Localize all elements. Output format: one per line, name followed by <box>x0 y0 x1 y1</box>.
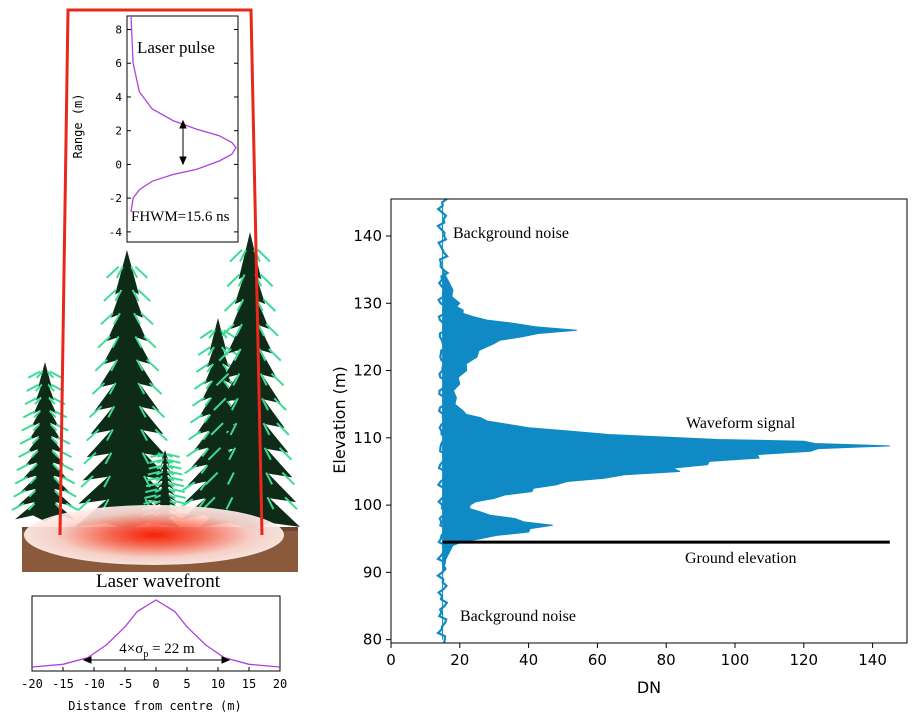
fwhm-label: FHWM=15.6 ns <box>131 209 230 225</box>
pulse-ytick-label: -2 <box>109 192 122 205</box>
footprint-box <box>58 8 264 536</box>
pulse-ytick-label: 2 <box>115 125 122 138</box>
waveform-xtick-label: 100 <box>721 651 750 669</box>
waveform-panel: 0 20 40 60 80 100 120 140 80 90 100 110 120 130 140 DN… <box>330 198 908 697</box>
annotation-waveform-signal: Waveform signal <box>686 415 796 432</box>
waveform-xlabel: DN <box>637 678 661 697</box>
pulse-panel: 8 6 4 2 0 -2 -4 Laser pulse FHWM=15.6 ns Range… <box>71 15 239 243</box>
waveform-ytick-label: 110 <box>353 429 382 447</box>
waveform-xtick-label: 140 <box>858 651 887 669</box>
background-noise-line <box>435 198 450 644</box>
waveform-xtick-label: 60 <box>588 651 607 669</box>
waveform-ytick-label: 90 <box>363 563 382 581</box>
wavefront-xtick-label: -10 <box>83 677 105 691</box>
wavefront-xtick-label: -20 <box>21 677 43 691</box>
waveform-plot-frame <box>390 198 908 644</box>
wavefront-xtick-label: 5 <box>183 677 190 691</box>
pulse-ytick-label: 0 <box>115 158 122 171</box>
wavefront-xtick-label: 20 <box>273 677 287 691</box>
pulse-ytick-label: 6 <box>115 57 122 70</box>
waveform-ytick-label: 130 <box>353 294 382 312</box>
wavefront-xtick-label: 15 <box>242 677 256 691</box>
wavefront-panel: Laser wavefront 4×σp = 22 m -20 -15 -10 -5 0… <box>21 571 287 713</box>
pulse-ylabel: Range (m) <box>71 93 85 158</box>
pulse-ytick-label: 8 <box>115 23 122 36</box>
waveform-ylabel: Elevation (m) <box>330 366 349 473</box>
wavefront-xtick-label: -15 <box>52 677 74 691</box>
forest-illustration <box>11 8 300 572</box>
waveform-xtick-label: 40 <box>519 651 538 669</box>
pulse-curve <box>130 15 237 212</box>
wavefront-xtick-label: -5 <box>118 677 132 691</box>
waveform-ytick-label: 80 <box>363 631 382 649</box>
waveform-ytick-label: 140 <box>353 227 382 245</box>
laser-footprint <box>24 505 284 565</box>
wavefront-plot-frame <box>31 595 281 672</box>
waveform-xtick-label: 80 <box>657 651 676 669</box>
pulse-ytick-label: 4 <box>115 91 122 104</box>
annotation-background-noise-top: Background noise <box>453 225 569 242</box>
sigma-arrow <box>82 656 231 664</box>
pulse-title: Laser pulse <box>137 38 215 57</box>
waveform-xtick-label: 0 <box>386 651 396 669</box>
waveform-area <box>442 202 890 640</box>
waveform-ytick-label: 120 <box>353 362 382 380</box>
wavefront-xtick-label: 10 <box>211 677 225 691</box>
wavefront-title: Laser wavefront <box>96 571 221 592</box>
wavefront-xlabel: Distance from centre (m) <box>68 699 241 713</box>
waveform-ytick-label: 100 <box>353 496 382 514</box>
tree <box>11 362 79 522</box>
sigma-annotation: 4×σp = 22 m <box>119 641 195 660</box>
pulse-ytick-label: -4 <box>109 226 123 239</box>
waveform-xtick-label: 20 <box>450 651 469 669</box>
fwhm-arrow <box>179 119 187 166</box>
waveform-xtick-label: 120 <box>789 651 818 669</box>
annotation-background-noise-bottom: Background noise <box>460 608 576 625</box>
wavefront-xtick-label: 0 <box>152 677 159 691</box>
annotation-ground-elevation: Ground elevation <box>685 550 797 567</box>
